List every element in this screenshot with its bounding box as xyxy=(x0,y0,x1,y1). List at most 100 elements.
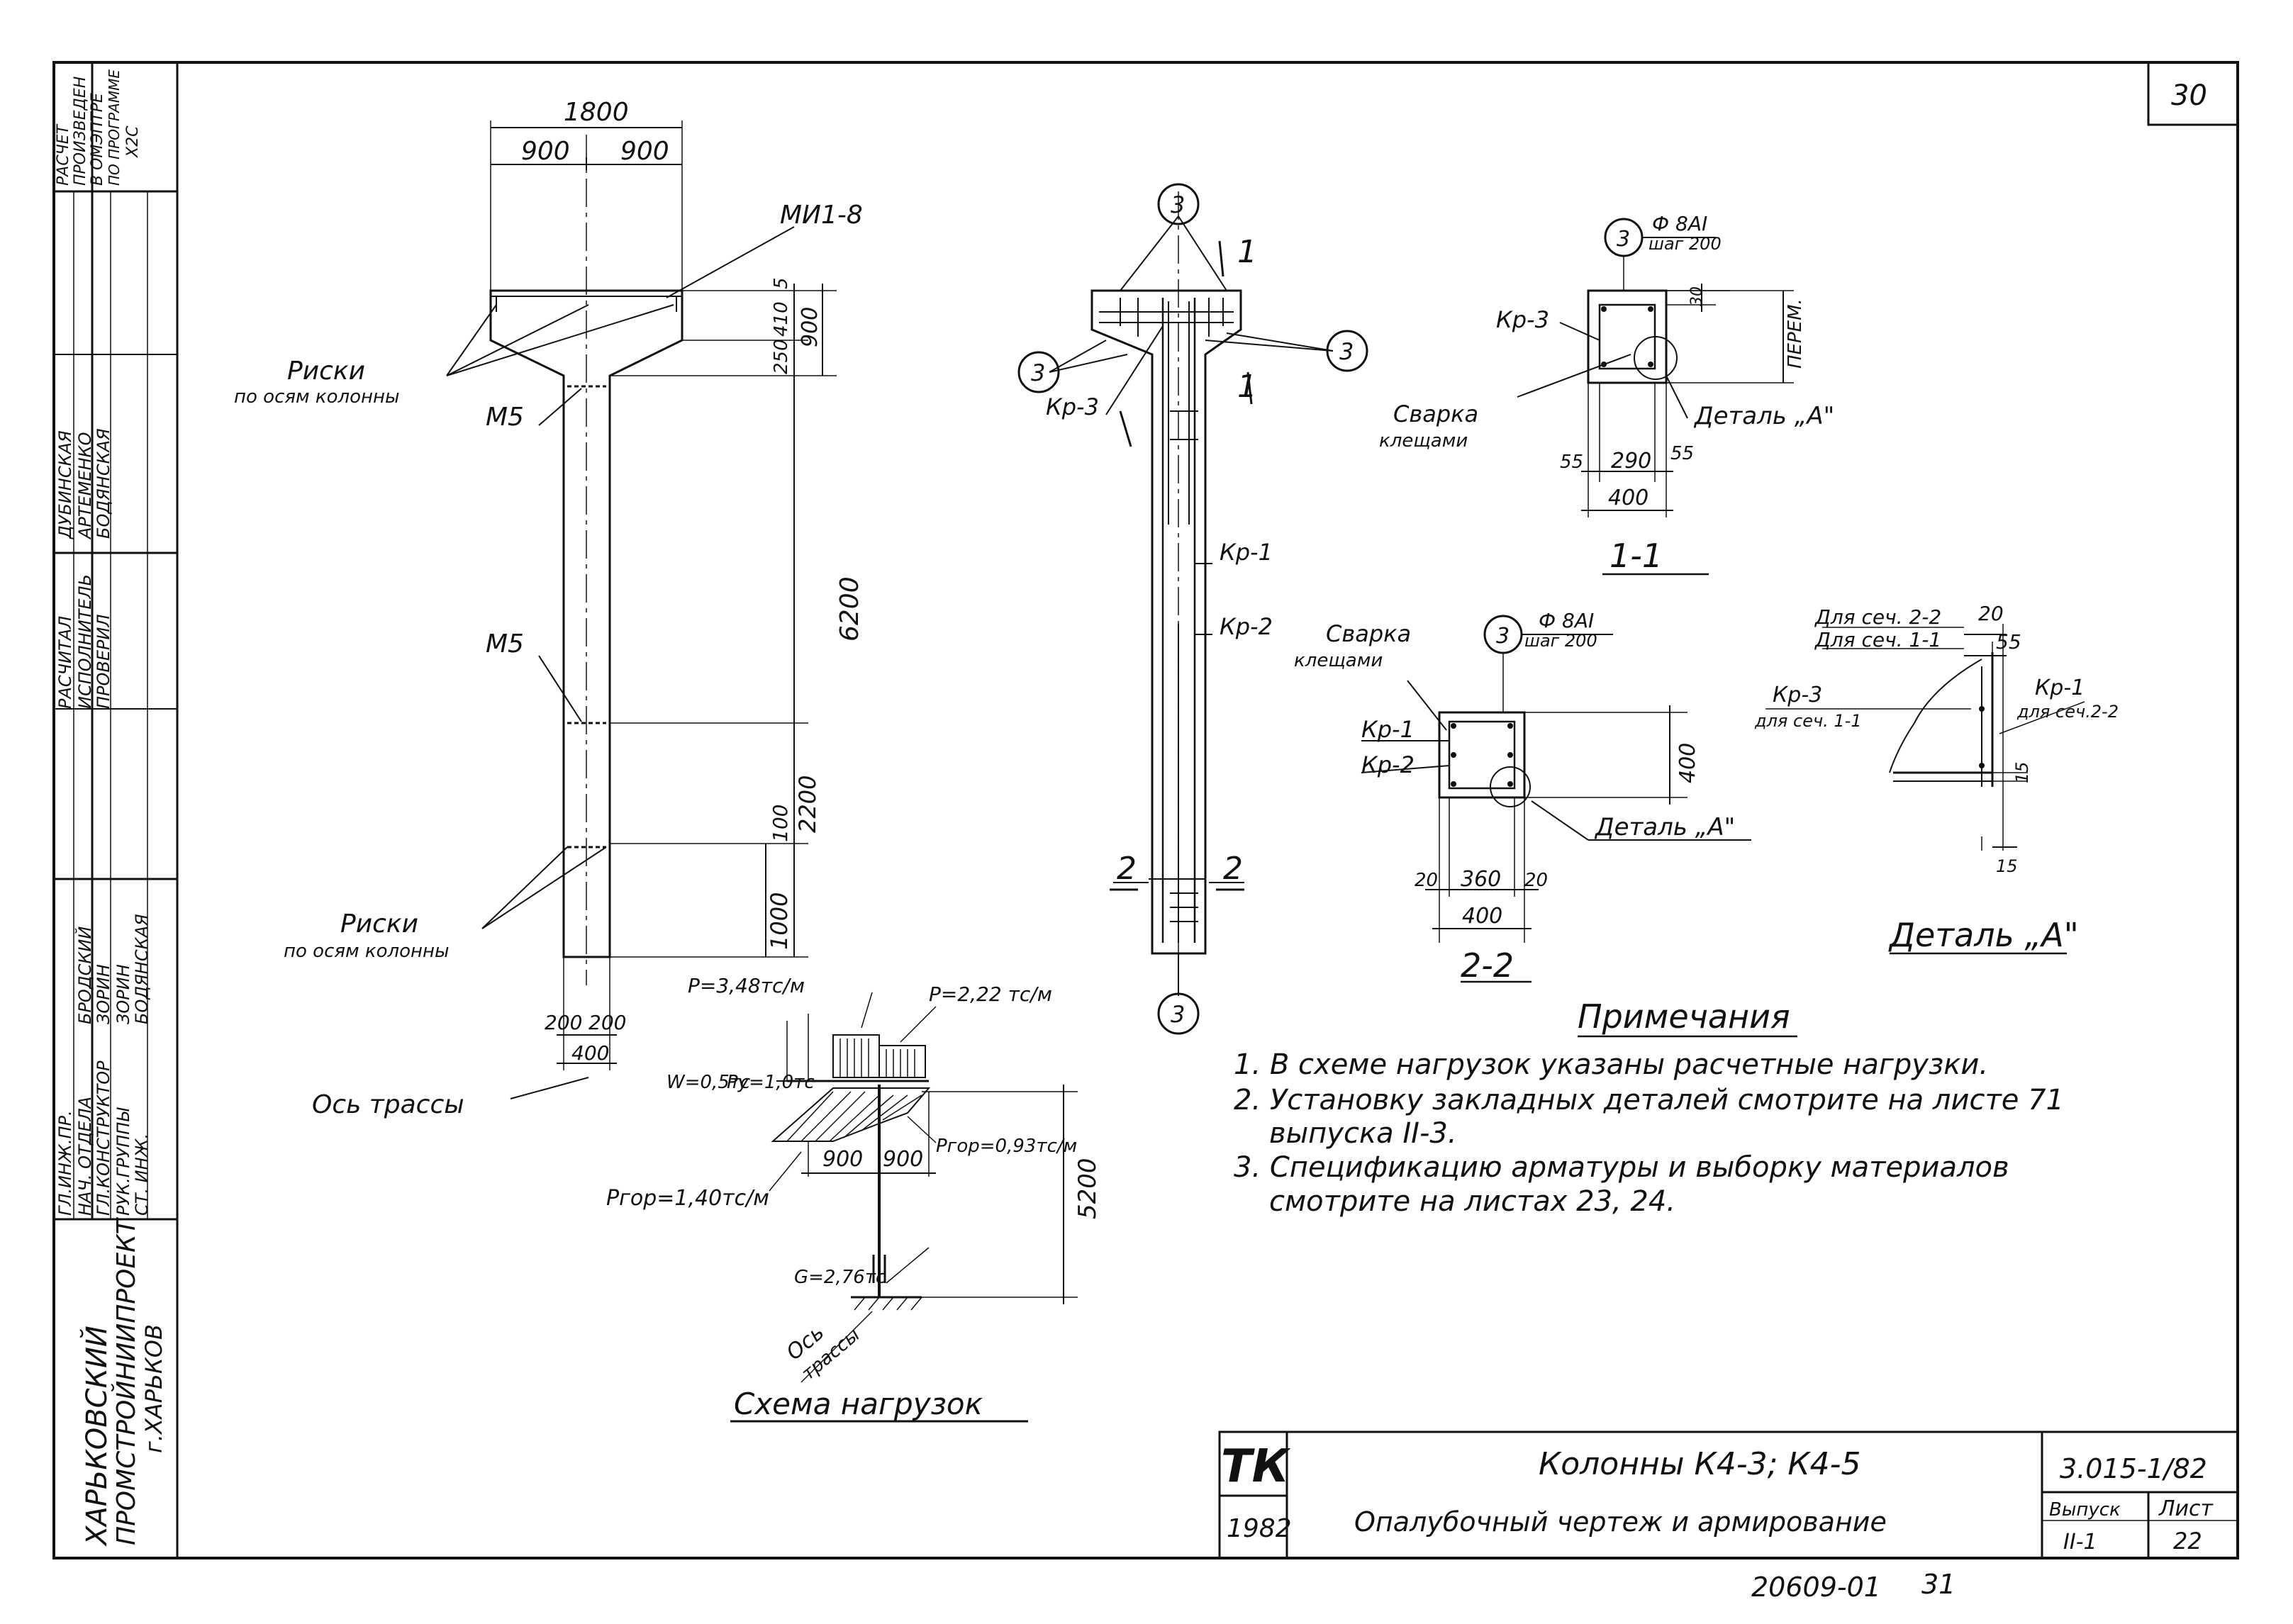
section-2-2 xyxy=(1361,615,1751,983)
s11-dim-55b: 55 xyxy=(1670,443,1694,464)
load-dim-900b: 900 xyxy=(883,1147,923,1172)
s22-detail: Деталь „А" xyxy=(1594,813,1735,841)
dim-v-100: 100 xyxy=(769,805,792,842)
dim-900-left: 900 xyxy=(521,137,570,166)
svg-text:ГЛ.ИНЖ.ПР.: ГЛ.ИНЖ.ПР. xyxy=(55,1110,75,1216)
s11-weld: Сварка xyxy=(1393,401,1478,427)
svg-text:ИСПОЛНИТЕЛЬ: ИСПОЛНИТЕЛЬ xyxy=(75,574,95,709)
svg-text:БРОДСКИЙ: БРОДСКИЙ xyxy=(74,926,95,1024)
svg-text:НАЧ. ОТДЕЛА: НАЧ. ОТДЕЛА xyxy=(75,1097,95,1216)
tb-bottom-page: 31 xyxy=(1921,1569,1956,1600)
tb-sheet-label: Лист xyxy=(2158,1496,2214,1521)
label-marks-top: Риски xyxy=(287,357,365,386)
dim-v-6200: 6200 xyxy=(835,576,864,642)
section-1-1-bottom: 1 xyxy=(1237,369,1257,405)
tb-issue: II-1 xyxy=(2063,1530,2097,1555)
svg-text:ПРОИЗВЕДЕН: ПРОИЗВЕДЕН xyxy=(72,77,89,186)
svg-text:АРТЕМЕНКО: АРТЕМЕНКО xyxy=(75,432,95,540)
svg-text:ПРОМСТРОЙНИИПРОЕКТ: ПРОМСТРОЙНИИПРОЕКТ xyxy=(111,1216,141,1545)
dim-v-410: 410 xyxy=(771,301,792,337)
page-number: 30 xyxy=(2171,79,2207,112)
dim-v-5: 5 xyxy=(771,277,792,289)
section-1-1 xyxy=(1517,218,1794,576)
svg-text:РУК.ГРУППЫ: РУК.ГРУППЫ xyxy=(113,1107,133,1216)
label-marks-top-sub: по осям колонны xyxy=(234,386,400,408)
load-title: Схема нагрузок xyxy=(734,1387,983,1421)
det-dim-15a: 15 xyxy=(2012,761,2032,783)
svg-text:БОДЯНСКАЯ: БОДЯНСКАЯ xyxy=(94,428,113,539)
staff-block: ГЛ.ИНЖ.ПР. НАЧ. ОТДЕЛА ГЛ.КОНСТРУКТОР РУ… xyxy=(55,914,152,1216)
mark-3-bottom: 3 xyxy=(1171,1001,1185,1028)
tb-title: Колонны К4-3; К4-5 xyxy=(1539,1446,1860,1482)
svg-text:РАСЧИТАЛ: РАСЧИТАЛ xyxy=(55,616,75,709)
s22-weld-sub: клещами xyxy=(1294,650,1383,671)
calc-note: РАСЧЕТ ПРОИЗВЕДЕН В ОМЭПТРЕ ПО ПРОГРАММЕ… xyxy=(55,69,142,186)
s11-title: 1-1 xyxy=(1609,537,1663,575)
load-p-right: P=2,22 тс/м xyxy=(929,982,1052,1006)
det-for-11: Для сеч. 1-1 xyxy=(1814,628,1941,651)
svg-text:БОДЯНСКАЯ: БОДЯНСКАЯ xyxy=(132,914,152,1024)
notes-line-2: 2. Установку закладных деталей смотрите … xyxy=(1234,1084,2064,1116)
svg-text:ЗОРИН: ЗОРИН xyxy=(113,964,133,1024)
mark-3-right: 3 xyxy=(1339,338,1354,365)
det-kr1: Кр-1 xyxy=(2035,676,2085,700)
load-pgor-left: Pгор=1,40тс/м xyxy=(606,1186,769,1211)
load-p-left: P=3,48тс/м xyxy=(688,974,805,997)
s22-mark: 3 xyxy=(1496,624,1510,649)
org-name: ХАРЬКОВСКИЙ ПРОМСТРОЙНИИПРОЕКТ г.ХАРЬКОВ xyxy=(79,1216,167,1547)
dim-v-250: 250 xyxy=(771,339,792,374)
s11-weld-sub: клещами xyxy=(1379,430,1468,452)
notes-line-1: 1. В схеме нагрузок указаны расчетные на… xyxy=(1234,1048,1988,1081)
s22-title: 2-2 xyxy=(1461,946,1514,985)
s22-dim-400v: 400 xyxy=(1675,743,1700,783)
dim-v-1000: 1000 xyxy=(766,892,793,950)
s11-step: шаг 200 xyxy=(1648,234,1722,254)
load-scheme xyxy=(730,992,1078,1423)
tb-year: 1982 xyxy=(1227,1514,1292,1543)
s11-dim-30: 30 xyxy=(1688,286,1706,306)
svg-text:ПРОВЕРИЛ: ПРОВЕРИЛ xyxy=(94,614,113,709)
s22-dim-20a: 20 xyxy=(1415,870,1438,891)
svg-text:Х2С: Х2С xyxy=(124,125,142,158)
svg-text:РАСЧЕТ: РАСЧЕТ xyxy=(55,123,72,186)
s11-kr3: Кр-3 xyxy=(1496,306,1549,333)
load-dim-5200: 5200 xyxy=(1073,1158,1102,1219)
label-kr3-elev: Кр-3 xyxy=(1046,393,1099,420)
svg-text:ДУБИНСКАЯ: ДУБИНСКАЯ xyxy=(55,430,75,539)
s22-kr2: Кр-2 xyxy=(1361,751,1415,778)
column-elevation xyxy=(446,121,837,1099)
notes-line-5: смотрите на листах 23, 24. xyxy=(1269,1185,1675,1218)
dim-b-200a: 200 xyxy=(545,1011,582,1034)
label-kr2-elev: Кр-2 xyxy=(1220,613,1273,640)
notes-heading: Примечания xyxy=(1578,997,1790,1036)
det-for-22: Для сеч. 2-2 xyxy=(1814,605,1941,629)
sheet-frame xyxy=(52,61,2239,1559)
reinforcement-elevation xyxy=(1017,183,1368,1035)
s22-weld: Сварка xyxy=(1326,620,1411,647)
svg-text:ПО ПРОГРАММЕ: ПО ПРОГРАММЕ xyxy=(106,69,123,186)
dim-900-right: 900 xyxy=(620,137,669,166)
s22-dim-20b: 20 xyxy=(1524,870,1548,891)
mark-3-top: 3 xyxy=(1171,191,1185,218)
load-py: Py=1,0тс xyxy=(727,1072,815,1093)
label-axis: Ось трассы xyxy=(312,1090,464,1119)
det-kr3-sub: для сеч. 1-1 xyxy=(1754,711,1862,731)
label-marks-bottom-sub: по осям колонны xyxy=(284,941,450,962)
dim-b-400: 400 xyxy=(571,1041,609,1065)
title-block xyxy=(1218,1430,2239,1559)
det-dim-55: 55 xyxy=(1996,630,2021,654)
tb-code: 3.015-1/82 xyxy=(2060,1453,2207,1484)
load-w: W=0,5тс xyxy=(666,1072,750,1093)
s11-mark: 3 xyxy=(1617,227,1630,252)
detail-a xyxy=(1765,624,2085,955)
left-stamp xyxy=(54,62,177,1221)
det-kr1-sub: для сеч.2-2 xyxy=(2016,702,2119,722)
load-dim-900a: 900 xyxy=(822,1147,863,1172)
svg-text:ЗОРИН: ЗОРИН xyxy=(94,964,113,1024)
svg-text:В ОМЭПТРЕ: В ОМЭПТРЕ xyxy=(89,93,106,186)
section-1-1-top: 1 xyxy=(1237,234,1257,270)
label-m5-top: М5 xyxy=(486,403,524,432)
label-marks-bottom: Риски xyxy=(340,909,418,939)
det-kr3: Кр-3 xyxy=(1773,683,1822,707)
